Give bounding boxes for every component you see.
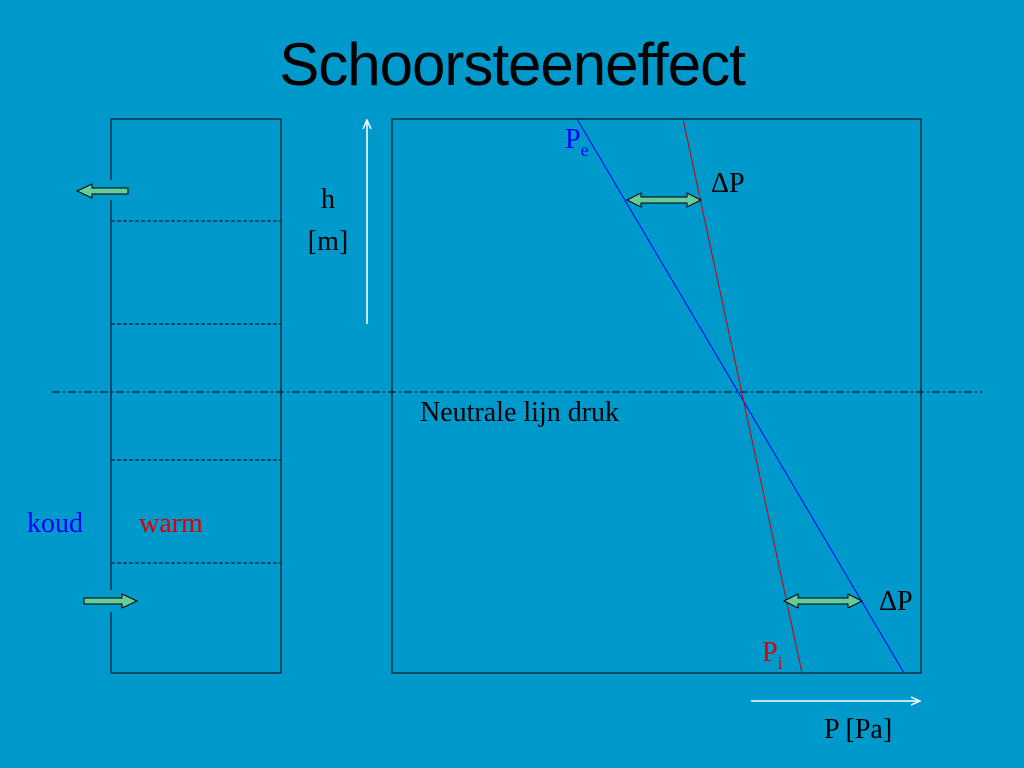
delta-top-label: ΔP <box>711 168 745 199</box>
pressure-axis-label: P [Pa] <box>824 714 892 745</box>
internal-pressure-label: Pi <box>762 637 783 673</box>
delta-top-arrow <box>625 192 703 208</box>
height-axis-label-symbol: h <box>321 184 335 215</box>
external-pressure-subscript: e <box>581 140 589 160</box>
outflow-arrow <box>75 183 129 199</box>
slide-title: Schoorsteeneffect <box>279 31 746 98</box>
building <box>110 118 282 674</box>
internal-pressure-symbol: P <box>762 637 778 668</box>
height-axis-label-unit: [m] <box>308 226 348 257</box>
external-pressure-symbol: P <box>565 124 581 155</box>
koud-label: koud <box>27 508 83 539</box>
inflow-arrow <box>83 593 139 609</box>
delta-bottom-label: ΔP <box>879 586 913 617</box>
internal-pressure-line <box>682 118 803 674</box>
internal-pressure-subscript: i <box>778 653 783 673</box>
warm-label: warm <box>139 508 203 539</box>
external-pressure-line <box>576 118 905 674</box>
delta-bottom-arrow <box>782 593 864 609</box>
pressure-chart-box <box>391 118 922 674</box>
external-pressure-label: Pe <box>565 124 589 160</box>
neutral-line-label: Neutrale lijn druk <box>420 397 619 428</box>
